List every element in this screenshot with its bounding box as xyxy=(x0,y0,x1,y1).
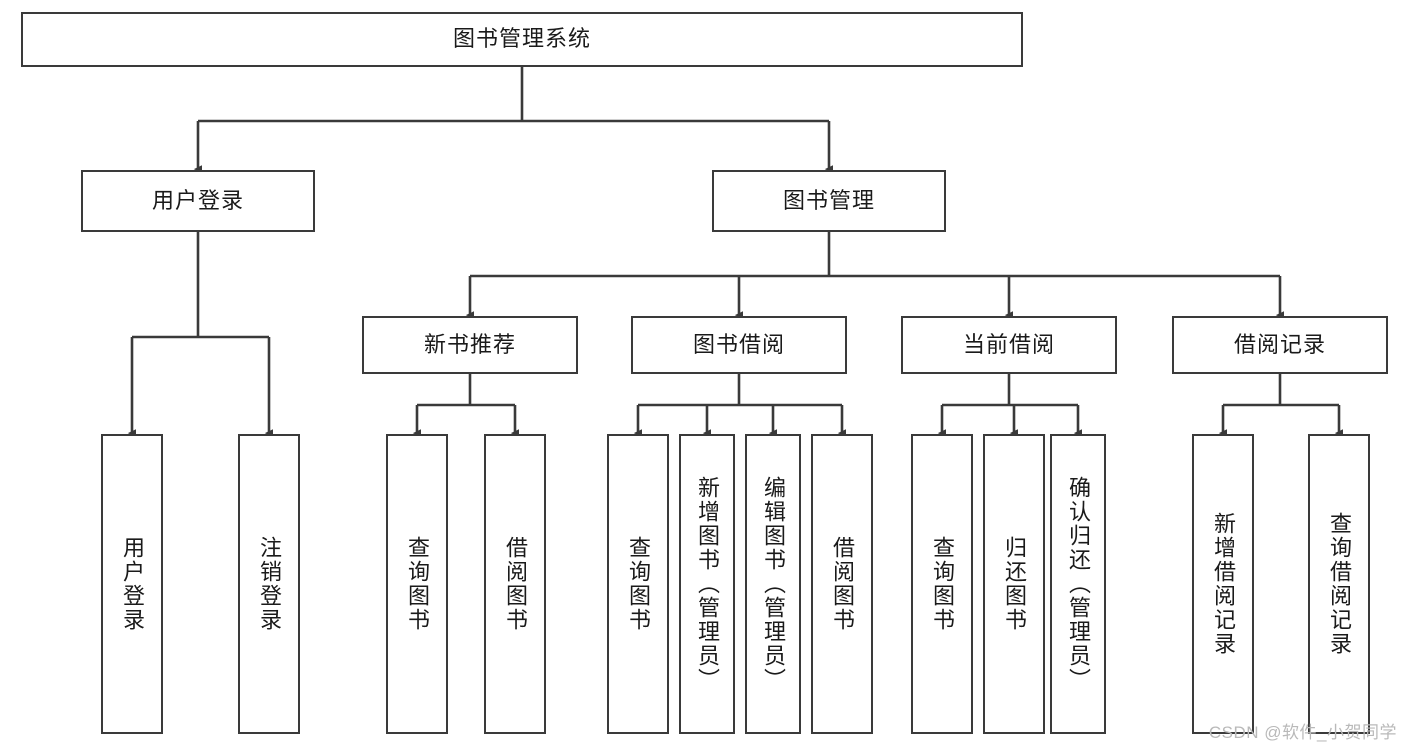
node-label: 用户登录 xyxy=(151,187,244,213)
node-label: 借阅图书 xyxy=(502,536,528,632)
node-label: 查询图书 xyxy=(404,536,430,632)
node-label: 确认归还（管理员） xyxy=(1065,476,1091,692)
node-label: 查询图书 xyxy=(625,536,651,632)
node-label: 查询图书 xyxy=(929,536,955,632)
node-label: 注销登录 xyxy=(256,536,282,632)
node-leaf-query-book-2: 查询图书 xyxy=(607,434,669,734)
node-label: 查询借阅记录 xyxy=(1326,512,1352,656)
node-leaf-user-logout: 注销登录 xyxy=(238,434,300,734)
node-label: 归还图书 xyxy=(1001,536,1027,632)
node-borrow-record: 借阅记录 xyxy=(1172,316,1388,374)
node-book-borrow: 图书借阅 xyxy=(631,316,847,374)
node-label: 新增图书（管理员） xyxy=(694,476,720,692)
node-label: 借阅记录 xyxy=(1233,331,1326,357)
node-label: 图书管理 xyxy=(782,187,875,213)
node-label: 当前借阅 xyxy=(962,331,1055,357)
node-leaf-user-login: 用户登录 xyxy=(101,434,163,734)
node-book-manage: 图书管理 xyxy=(712,170,946,232)
node-current-borrow: 当前借阅 xyxy=(901,316,1117,374)
edge-paths xyxy=(127,67,1344,438)
node-leaf-edit-book-admin: 编辑图书（管理员） xyxy=(745,434,801,734)
node-label: 新书推荐 xyxy=(423,331,516,357)
node-leaf-query-borrow-record: 查询借阅记录 xyxy=(1308,434,1370,734)
node-new-book-recommend: 新书推荐 xyxy=(362,316,578,374)
node-label: 新增借阅记录 xyxy=(1210,512,1236,656)
node-root-system: 图书管理系统 xyxy=(21,12,1023,67)
node-leaf-add-book-admin: 新增图书（管理员） xyxy=(679,434,735,734)
node-label: 图书借阅 xyxy=(692,331,785,357)
node-label: 借阅图书 xyxy=(829,536,855,632)
node-leaf-borrow-book-1: 借阅图书 xyxy=(484,434,546,734)
node-label: 图书管理系统 xyxy=(452,26,591,52)
node-leaf-borrow-book-2: 借阅图书 xyxy=(811,434,873,734)
node-leaf-query-book-1: 查询图书 xyxy=(386,434,448,734)
node-leaf-add-borrow-record: 新增借阅记录 xyxy=(1192,434,1254,734)
node-label: 用户登录 xyxy=(119,536,145,632)
node-user-login: 用户登录 xyxy=(81,170,315,232)
node-label: 编辑图书（管理员） xyxy=(760,476,786,692)
node-leaf-query-book-3: 查询图书 xyxy=(911,434,973,734)
node-leaf-return-book: 归还图书 xyxy=(983,434,1045,734)
node-leaf-confirm-return-admin: 确认归还（管理员） xyxy=(1050,434,1106,734)
